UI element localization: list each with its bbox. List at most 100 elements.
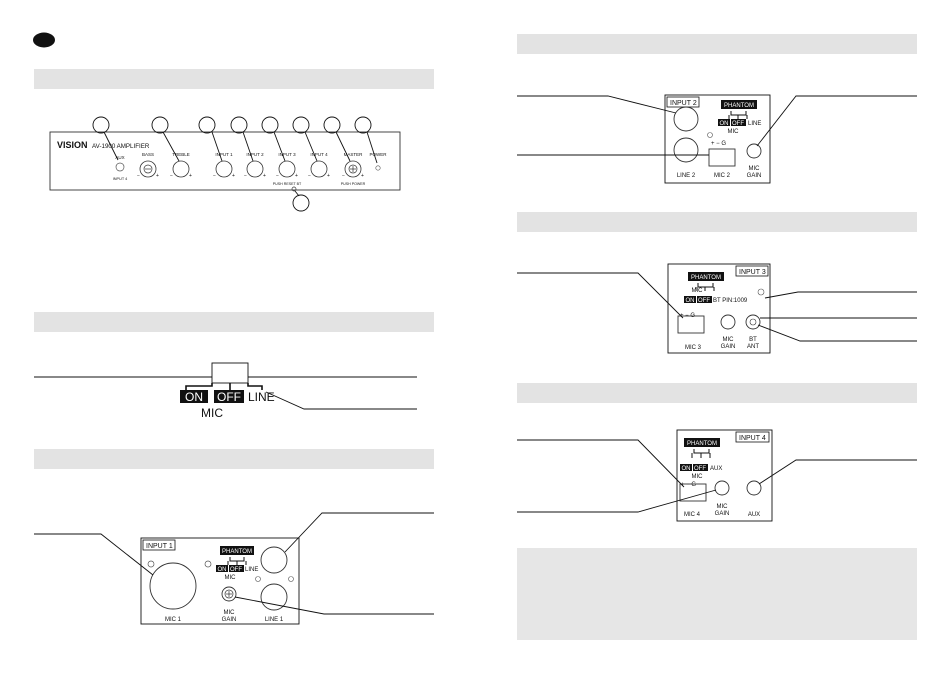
bass-label: BASS: [142, 152, 154, 157]
front-panel: VISION AV-1900 AMPLIFIER AUX INPUT 4 BAS…: [49, 116, 401, 212]
panel-input3-off: OFF: [698, 298, 710, 304]
mic4-gain-knob[interactable]: [714, 480, 730, 496]
input1-label: INPUT 1: [215, 152, 233, 157]
input1-knob[interactable]: [215, 160, 233, 178]
line2-jack-lower[interactable]: [673, 137, 699, 163]
section-band-switch: [34, 312, 434, 332]
power-led: [375, 165, 381, 171]
input3-plus: +: [295, 173, 298, 179]
switch-off-bg: [214, 390, 244, 403]
panel-input4-aux-switch: AUX: [710, 466, 722, 472]
panel-input2-mic: MIC: [728, 129, 740, 135]
section-band-input4: [517, 383, 917, 403]
callout-circle-4: [230, 116, 248, 134]
callout-leader-6: [304, 131, 318, 162]
callout-leader-8: [366, 131, 378, 164]
mic1-gain-knob-center: [224, 589, 234, 599]
note-box: [517, 548, 917, 640]
mic2-pins: + − G: [711, 141, 726, 147]
treble-knob[interactable]: [172, 160, 190, 178]
panel-input2-off: OFF: [732, 121, 744, 127]
brand-label: VISION: [57, 140, 88, 150]
mic3-gain-label-1: MIC: [723, 337, 735, 343]
input3-knob[interactable]: [278, 160, 296, 178]
mic2-label: MIC 2: [714, 173, 731, 179]
input3-leader-mic3: [517, 272, 684, 319]
panel-input2-title: INPUT 2: [670, 100, 697, 107]
switch-detail: ON OFF LINE MIC: [34, 362, 417, 420]
switch-on-bg: [180, 390, 208, 403]
panel-input3-on: ON: [686, 298, 695, 304]
panel-input1-off-bg: [229, 565, 244, 572]
callout-leader-5: [273, 131, 286, 162]
section-band-front-panel: [34, 69, 434, 89]
callout-circle-9: [292, 194, 310, 212]
aux-jack-rear[interactable]: [746, 480, 762, 496]
panel-input4-off-bg: [693, 464, 708, 471]
mic3-gain-knob[interactable]: [720, 314, 736, 330]
treble-label: TREBLE: [172, 152, 190, 157]
aux-jack[interactable]: [115, 162, 125, 172]
master-label: MASTER: [344, 152, 364, 157]
line2-jack-upper[interactable]: [673, 106, 699, 132]
aux-label: AUX: [115, 155, 124, 160]
panel-input1-switch-legs: [227, 557, 247, 565]
mic1-gain-label-1: MIC: [224, 610, 236, 616]
callout-leader-9: [294, 190, 300, 197]
bass-knob[interactable]: [139, 160, 157, 178]
callout-circle-5: [261, 116, 279, 134]
input3-leader-led: [764, 291, 917, 299]
aux-input4-label: INPUT 4: [113, 177, 128, 181]
panel-input3-outline: [667, 263, 771, 354]
input2-leader-line2: [517, 95, 677, 114]
bt-pin-label: BT PIN:1009: [713, 298, 748, 304]
callout-leader-1: [103, 131, 119, 161]
line1-jack-lower[interactable]: [260, 583, 288, 611]
master-plus: +: [361, 173, 364, 179]
callout-circle-7: [323, 116, 341, 134]
panel-input4-phantom: PHANTOM: [687, 441, 717, 447]
master-knob-center: [348, 164, 358, 174]
mic2-gain-knob[interactable]: [746, 143, 762, 159]
bass-plus: +: [156, 173, 159, 179]
mic2-gain-label-1: MIC: [749, 166, 761, 172]
switch-on-label: ON: [185, 390, 203, 404]
master-knob[interactable]: [344, 160, 362, 178]
panel-input3-phantom: PHANTOM: [691, 275, 721, 281]
input2-knob[interactable]: [246, 160, 264, 178]
bass-knob-center: [143, 164, 153, 174]
input4-plus: +: [327, 173, 330, 179]
panel-input4: INPUT 4 PHANTOM ON OFF AUX MIC + − G MIC…: [517, 429, 917, 522]
mic4-gain-label-2: GAIN: [715, 511, 730, 517]
panel-input1: INPUT 1 MIC 1 PHANTOM ON OFF LINE MIC MI…: [34, 512, 434, 625]
mic4-gain-label-1: MIC: [717, 504, 729, 510]
line1-jack-upper[interactable]: [260, 546, 288, 574]
bt-reset-button[interactable]: [291, 186, 297, 192]
input4-knob[interactable]: [310, 160, 328, 178]
mic1-screw-2: [204, 560, 212, 568]
callout-leader-2: [162, 131, 180, 162]
switch-off-label: OFF: [217, 390, 241, 404]
mic1-xlr-jack[interactable]: [149, 562, 197, 610]
panel-input2-off-bg: [731, 119, 746, 126]
switch-body[interactable]: [211, 362, 249, 384]
callout-circle-2: [151, 116, 169, 134]
input3-minus: −: [276, 173, 279, 179]
input1-leader-gain: [234, 596, 434, 615]
phantom-bg: [220, 546, 254, 555]
mic1-gain-knob[interactable]: [221, 586, 237, 602]
panel-input3-phantom-bg: [688, 272, 724, 281]
panel-input2-phantom-bg: [721, 100, 757, 109]
bt-ant-label-2: ANT: [747, 344, 759, 350]
mic2-terminal[interactable]: [708, 148, 736, 167]
input4-leader-aux: [758, 459, 917, 485]
panel-input2-phantom: PHANTOM: [724, 103, 754, 109]
mic3-terminal[interactable]: [677, 315, 705, 334]
bt-antenna-jack[interactable]: [745, 314, 761, 330]
mic1-screw-1: [147, 560, 155, 568]
input2-label: INPUT 2: [246, 152, 264, 157]
callout-leader-3: [211, 131, 223, 162]
bass-minus: −: [137, 173, 140, 179]
input1-leader-line1: [284, 512, 434, 553]
callout-circle-6: [292, 116, 310, 134]
